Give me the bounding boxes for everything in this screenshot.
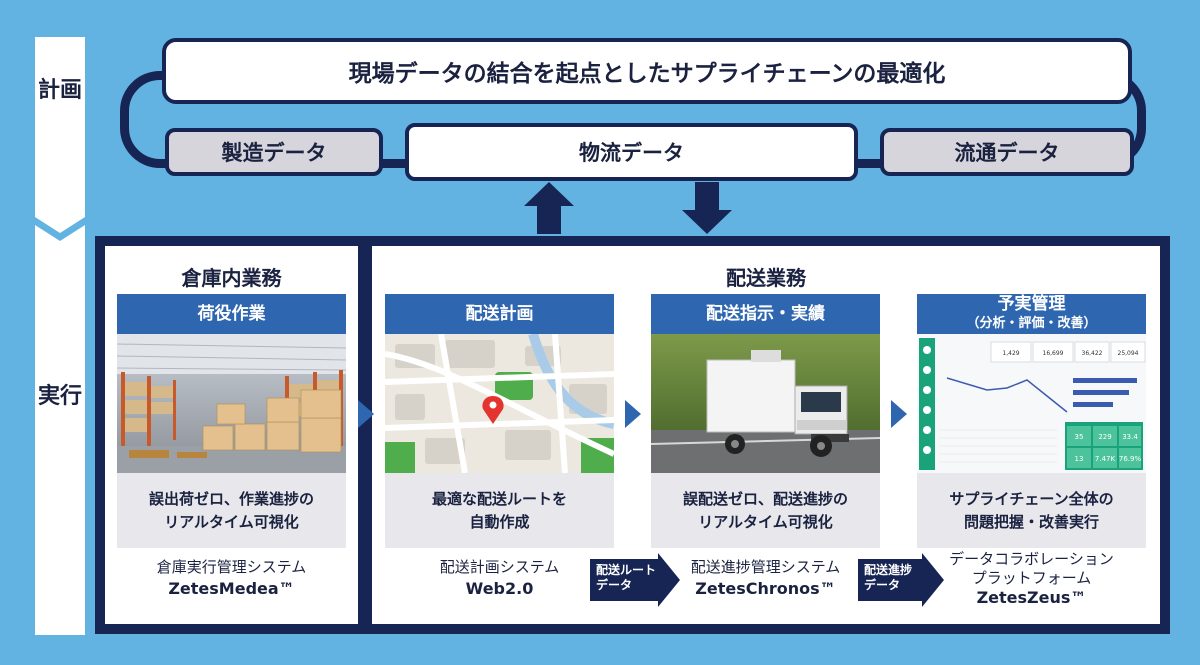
column-head: 荷役作業 <box>117 294 346 334</box>
tile-value: 76.9% <box>1119 455 1142 463</box>
phase-bar <box>35 37 85 635</box>
phase-plan-label: 計画 <box>37 78 82 103</box>
chevron-right-icon <box>358 400 374 428</box>
route-data-label: 配送ルートデータ <box>596 563 657 592</box>
column-system: 配送計画システム Web2.0 <box>439 558 560 598</box>
tile-value: 7.47K <box>1095 455 1116 463</box>
column-plan-actual: 予実管理 （分析・評価・改善） 1,429 16,699 <box>917 294 1146 608</box>
column-delivery-planning: 配送計画 <box>385 294 614 608</box>
map-image <box>385 334 614 473</box>
tile-value: 13 <box>1075 455 1084 463</box>
plan-title: 現場データの結合を起点としたサプライチェーンの最適化 <box>162 38 1132 104</box>
truck-photo <box>651 334 880 473</box>
logistics-data-box: 物流データ <box>405 123 858 181</box>
chevron-right-icon <box>625 400 641 428</box>
arrow-up-icon <box>524 182 574 234</box>
kpi-value: 1,429 <box>1002 350 1019 357</box>
map-pin-icon <box>482 396 504 424</box>
delivery-section-title: 配送業務 <box>726 266 806 290</box>
column-delivery-instructions: 配送指示・実績 誤配送ゼロ、配送進捗のリアルタイム可視 <box>651 294 880 608</box>
column-description: サプライチェーン全体の問題把握・改善実行 <box>917 473 1146 548</box>
manufacturing-data-box: 製造データ <box>165 128 383 176</box>
column-head: 予実管理 （分析・評価・改善） <box>917 294 1146 334</box>
tile-value: 35 <box>1075 433 1084 441</box>
tile-value: 229 <box>1098 433 1111 441</box>
kpi-value: 16,699 <box>1043 350 1064 357</box>
dashboard-image: 1,429 16,699 36,422 25,094 35 229 33.4 1… <box>917 334 1146 473</box>
phase-execute-label: 実行 <box>37 384 82 409</box>
warehouse-section-title: 倉庫内業務 <box>181 266 282 290</box>
kpi-value: 25,094 <box>1118 350 1139 357</box>
arrow-down-icon <box>682 182 732 234</box>
tile-value: 33.4 <box>1122 433 1138 441</box>
progress-data-label: 配送進捗データ <box>864 563 913 592</box>
column-system: データコラボレーション プラットフォーム ZetesZeus™ <box>949 549 1114 607</box>
column-description: 最適な配送ルートを自動作成 <box>385 473 614 548</box>
route-data-flow-arrow <box>590 553 680 607</box>
column-system: 配送進捗管理システム ZetesChronos™ <box>690 558 841 598</box>
column-description: 誤配送ゼロ、配送進捗のリアルタイム可視化 <box>651 473 880 548</box>
column-head: 配送計画 <box>385 294 614 334</box>
warehouse-photo <box>117 334 346 473</box>
distribution-data-box: 流通データ <box>880 128 1134 176</box>
column-head: 配送指示・実績 <box>651 294 880 334</box>
column-system: 倉庫実行管理システム ZetesMedea™ <box>156 558 307 598</box>
kpi-value: 36,422 <box>1082 350 1103 357</box>
column-description: 誤出荷ゼロ、作業進捗のリアルタイム可視化 <box>117 473 346 548</box>
column-cargo-handling: 荷役作業 <box>117 294 346 608</box>
progress-data-flow-arrow <box>858 553 944 607</box>
chevron-right-icon <box>891 400 907 428</box>
